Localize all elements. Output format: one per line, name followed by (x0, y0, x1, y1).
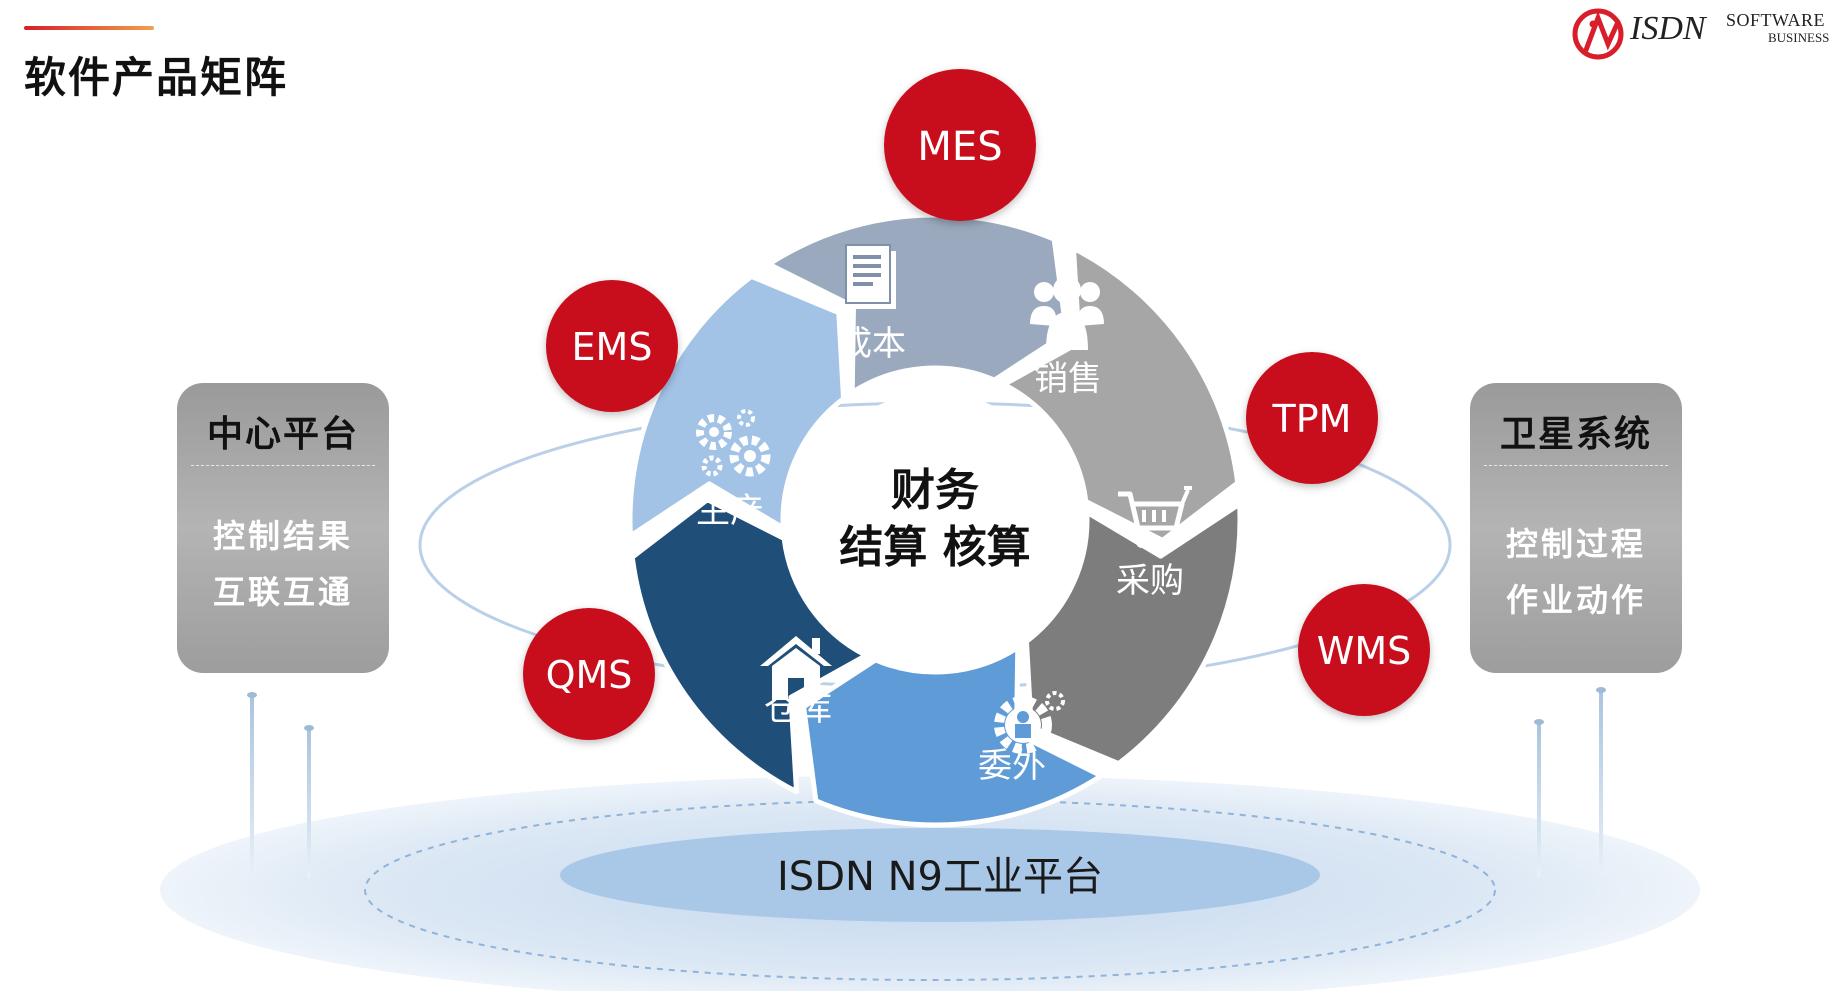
title-accent-bar (24, 26, 154, 30)
document-icon (845, 244, 896, 309)
segment-warehouse[interactable] (629, 497, 869, 795)
users-group-icon (1030, 276, 1104, 350)
shopping-cart-icon (1118, 486, 1192, 548)
center-line2: 结算 核算 (839, 522, 1030, 573)
segment-outsource[interactable] (801, 644, 1104, 828)
logo-mark-icon (1572, 8, 1624, 60)
gear-worker-icon (994, 691, 1065, 754)
logo-name: ISDN (1630, 10, 1706, 47)
left-card-line1: 控制结果 (212, 517, 353, 555)
segment-purchase[interactable] (1023, 501, 1243, 767)
platform-label: ISDN N9工业平台 (777, 854, 1103, 900)
center-line1: 财务 (891, 465, 979, 516)
right-card-line2: 作业动作 (1505, 581, 1646, 619)
segment-cost[interactable] (766, 212, 1069, 396)
center-hub (807, 392, 1063, 648)
segment-label-outsource: 委外 (978, 746, 1046, 786)
support-pillars (247, 687, 1606, 878)
center-platform-card: 中心平台 控制结果 互联互通 (177, 383, 389, 673)
left-card-line2: 互联互通 (212, 573, 353, 611)
platform-core (560, 828, 1320, 922)
logo-line2: BUSINESS (1768, 30, 1830, 45)
right-card-title: 卫星系统 (1499, 414, 1652, 455)
module-label-tpm: TPM (1272, 397, 1352, 441)
module-badge-wms[interactable]: WMS (1298, 584, 1430, 716)
left-card-divider (191, 465, 375, 466)
module-label-mes: MES (917, 124, 1002, 170)
module-badge-ems[interactable]: EMS (546, 280, 678, 412)
page-title: 软件产品矩阵 (24, 53, 289, 102)
segment-label-warehouse: 仓库 (764, 689, 832, 729)
module-label-qms: QMS (546, 653, 633, 697)
right-card-divider (1484, 465, 1668, 466)
module-badge-tpm[interactable]: TPM (1246, 352, 1378, 484)
segment-sales[interactable] (1001, 245, 1241, 543)
module-label-ems: EMS (572, 325, 653, 369)
satellite-system-card: 卫星系统 控制过程 作业动作 (1470, 383, 1682, 673)
segment-label-purchase: 采购 (1116, 561, 1184, 601)
segment-label-cost: 成本 (838, 324, 906, 364)
logo-line1: SOFTWARE (1726, 10, 1826, 30)
gears-icon (696, 409, 771, 477)
house-icon (760, 636, 832, 700)
module-badge-qms[interactable]: QMS (523, 608, 655, 740)
left-card-title: 中心平台 (206, 414, 359, 455)
right-card-line1: 控制过程 (1505, 525, 1646, 563)
segment-label-production: 生产 (696, 491, 764, 531)
segment-production[interactable] (627, 273, 847, 539)
isdn-logo: ISDN SOFTWARE BUSINESS (1568, 4, 1844, 64)
segment-label-sales: 销售 (1034, 359, 1102, 399)
module-badge-mes[interactable]: MES (884, 69, 1036, 221)
module-label-wms: WMS (1317, 629, 1411, 673)
